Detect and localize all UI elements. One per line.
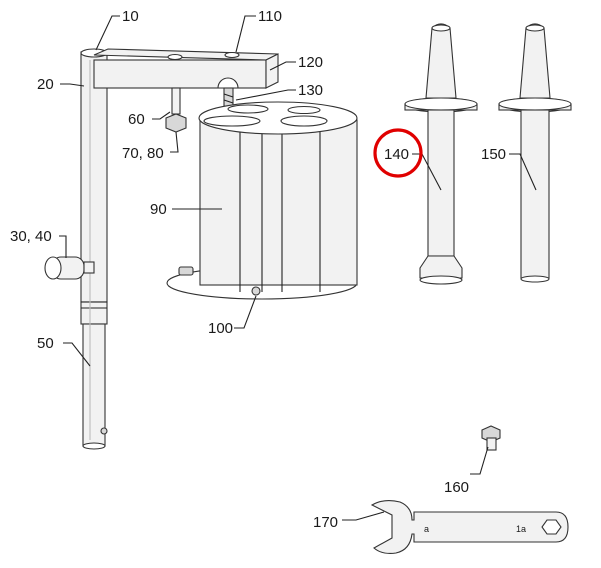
highlight-circle-140 (373, 128, 423, 178)
callout-labels: 10 110 20 120 130 60 70, 80 90 30, 40 10… (10, 8, 506, 531)
label-60: 60 (128, 111, 145, 128)
bolt-160 (481, 425, 501, 451)
label-140: 140 (384, 146, 409, 163)
vertical-post (80, 48, 108, 450)
wrench-170: a 1a (370, 499, 569, 554)
tool-150 (498, 23, 572, 283)
label-20: 20 (37, 76, 54, 93)
wrench-mark-right: 1a (516, 524, 526, 534)
label-120: 120 (298, 54, 323, 71)
label-30-40: 30, 40 (10, 228, 52, 245)
label-130: 130 (298, 82, 323, 99)
wrench-mark-left: a (424, 524, 429, 534)
label-10: 10 (122, 8, 139, 25)
label-100: 100 (208, 320, 233, 337)
label-160: 160 (444, 479, 469, 496)
label-170: 170 (313, 514, 338, 531)
leader-lines (59, 15, 537, 521)
tool-140 (404, 23, 478, 285)
knob-handle (44, 256, 95, 280)
label-70-80: 70, 80 (122, 145, 164, 162)
drum-assembly (166, 101, 358, 300)
label-150: 150 (481, 146, 506, 163)
label-90: 90 (150, 201, 167, 218)
top-arm (93, 48, 279, 89)
label-110: 110 (258, 8, 282, 25)
pin-and-nut (165, 87, 187, 133)
label-50: 50 (37, 335, 54, 352)
